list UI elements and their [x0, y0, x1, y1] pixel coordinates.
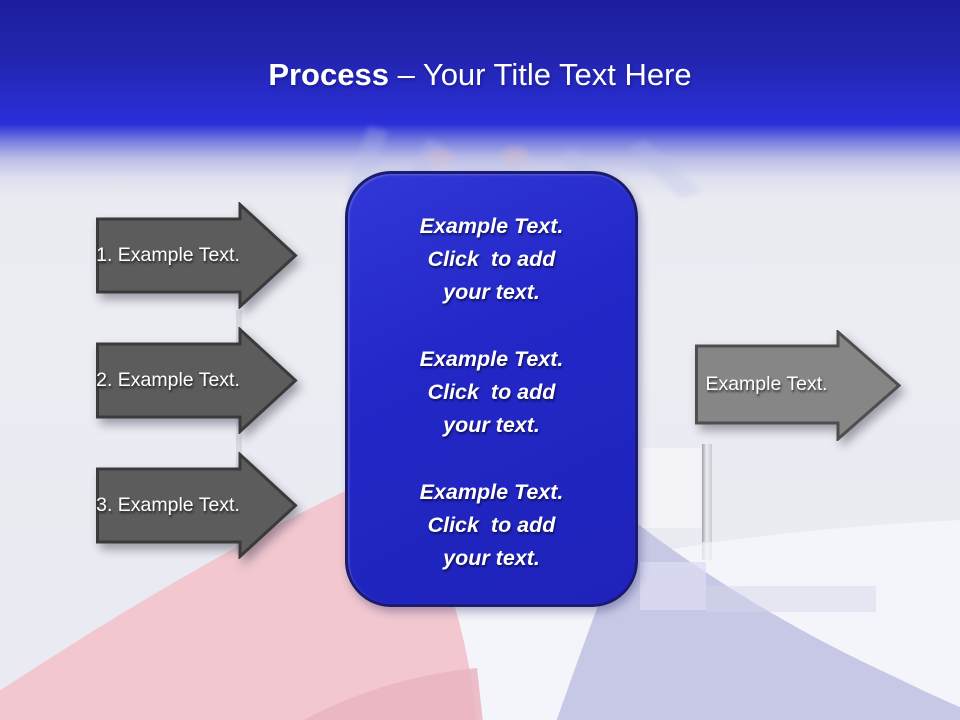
arrow-shape — [96, 202, 298, 309]
arrow-shape — [695, 330, 901, 441]
arrow-shape — [96, 327, 298, 434]
arrow-label: 3. Example Text. — [96, 494, 240, 516]
slide-title[interactable]: Process – Your Title Text Here — [0, 50, 960, 100]
panel-text-line: Click to add — [427, 246, 556, 271]
arrow-shape — [96, 452, 298, 559]
process-step-arrow-1[interactable]: 1. Example Text. — [96, 202, 298, 309]
arrow-label: Example Text. — [705, 373, 828, 395]
hurdle-pole-reflection — [702, 542, 712, 560]
arrow-label: 1. Example Text. — [96, 244, 240, 266]
step-block-shape — [706, 586, 876, 612]
panel-text-line: Example Text. — [419, 213, 564, 238]
process-step-arrow-2[interactable]: 2. Example Text. — [96, 327, 298, 434]
panel-text-line: your text. — [443, 279, 540, 304]
pink-band-edge-shape — [303, 668, 483, 720]
panel-text-line: Example Text. — [419, 346, 564, 371]
panel-text-line: Click to add — [427, 512, 556, 537]
result-arrow[interactable]: Example Text. — [695, 330, 901, 441]
panel-text-line: your text. — [443, 545, 540, 570]
process-step-arrow-3[interactable]: 3. Example Text. — [96, 452, 298, 559]
panel-text-line: Click to add — [427, 379, 556, 404]
panel-text-line: your text. — [443, 412, 540, 437]
arrow-label: 2. Example Text. — [96, 369, 240, 391]
center-text-panel[interactable]: Example Text. Click to add your text. Ex… — [345, 171, 638, 607]
step-block-shape — [640, 562, 706, 610]
text-block-1[interactable]: Example Text. Click to add your text. — [348, 210, 635, 309]
text-block-3[interactable]: Example Text. Click to add your text. — [348, 476, 635, 575]
text-block-2[interactable]: Example Text. Click to add your text. — [348, 343, 635, 442]
title-text: – Your Title Text Here — [388, 57, 692, 92]
white-panel-shape — [642, 448, 703, 528]
title-keyword: Process — [268, 57, 389, 92]
hurdle-pole-image — [702, 444, 712, 542]
panel-text-line: Example Text. — [419, 479, 564, 504]
